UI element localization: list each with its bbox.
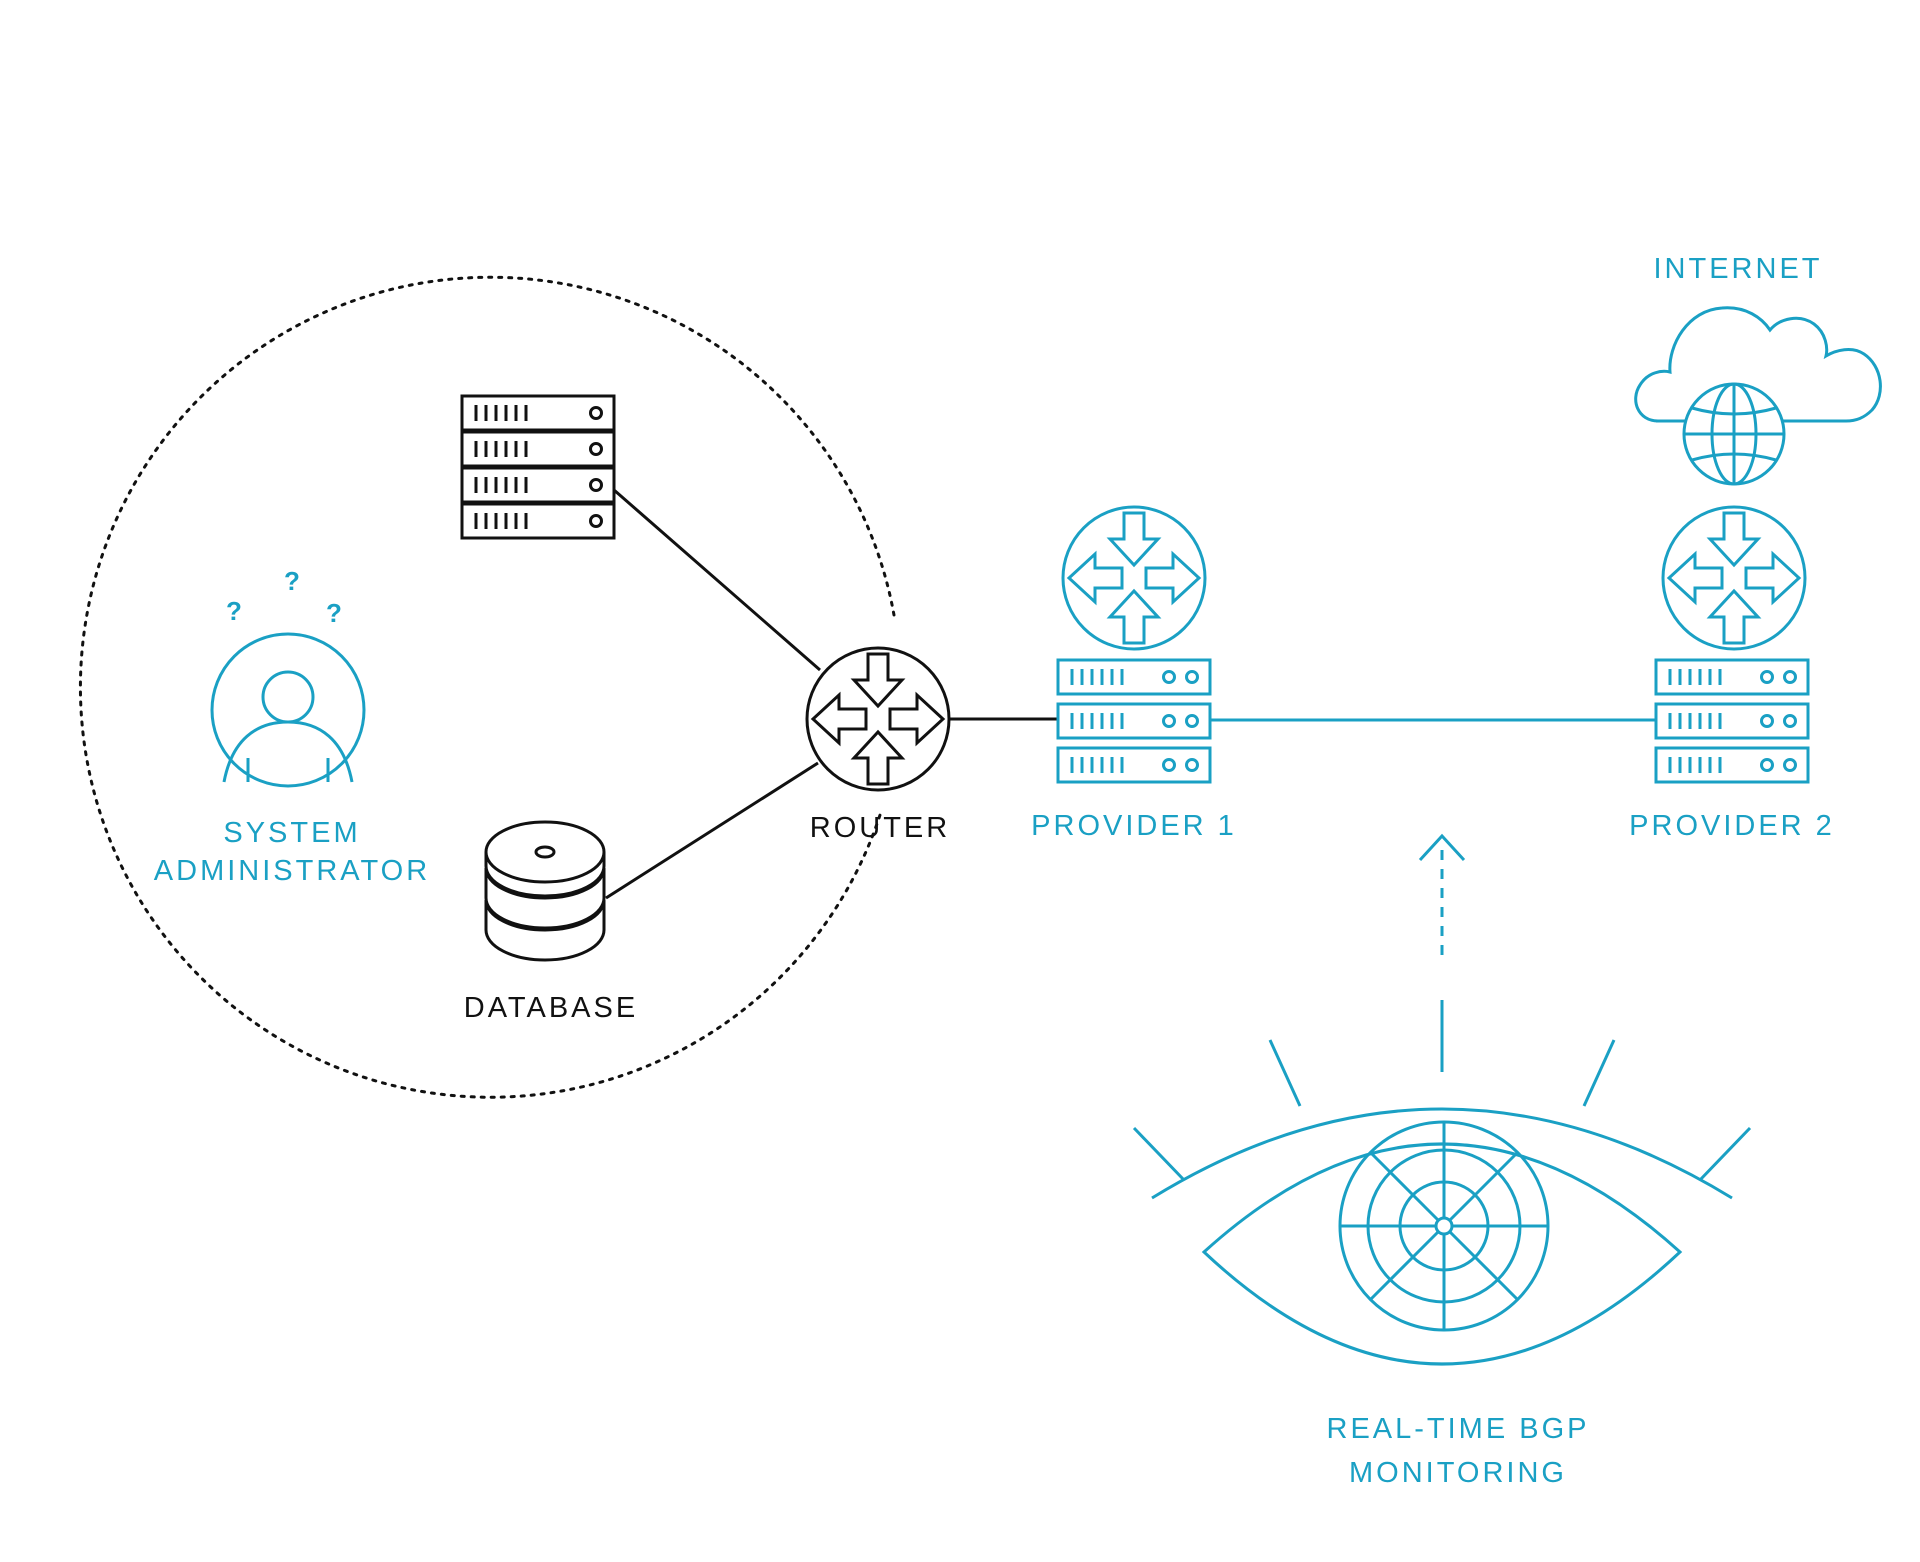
network-boundary (78, 275, 896, 1099)
server-router-link (613, 488, 821, 672)
sysadmin-label-line1: SYSTEM (223, 817, 360, 849)
monitoring-label-line2: MONITORING (1349, 1457, 1567, 1489)
router-label: ROUTER (810, 812, 950, 844)
provider2-label: PROVIDER 2 (1629, 810, 1835, 842)
sysadmin-label-line2: ADMINISTRATOR (154, 855, 430, 887)
provider1-label: PROVIDER 1 (1031, 810, 1237, 842)
provider1-router-icon (1061, 505, 1207, 651)
question-mark: ? (326, 598, 342, 628)
internet-label: INTERNET (1654, 253, 1823, 285)
database-label: DATABASE (464, 992, 638, 1024)
user-icon (210, 632, 366, 788)
provider2-router-icon (1661, 505, 1807, 651)
router-icon (805, 646, 951, 792)
question-mark: ? (284, 566, 300, 596)
monitoring-label-line1: REAL-TIME BGP (1327, 1413, 1590, 1445)
database-icon (484, 820, 606, 962)
database-router-link (605, 761, 819, 900)
question-mark: ? (226, 596, 242, 626)
eye-icon (1132, 1000, 1752, 1366)
connections (605, 488, 1656, 900)
monitoring-arrow (1418, 833, 1466, 960)
provider1-server-rack-icon (1056, 658, 1212, 784)
server-rack-icon (460, 394, 616, 540)
sysadmin-label: SYSTEM (223, 817, 360, 849)
sysadmin-label-2: ADMINISTRATOR (154, 855, 430, 887)
globe-icon (1682, 382, 1786, 486)
provider2-server-rack-icon (1654, 658, 1810, 784)
confusion-question-marks: ? ? ? (226, 566, 342, 628)
internet-cloud-icon (1634, 306, 1882, 423)
